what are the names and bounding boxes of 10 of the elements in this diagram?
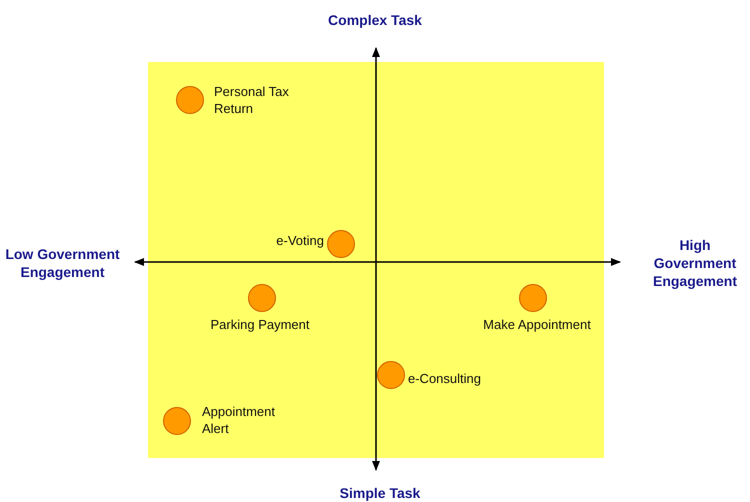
point-label: e-Consulting bbox=[408, 370, 482, 387]
point-label: Appointment Alert bbox=[202, 403, 276, 437]
point-label: Parking Payment bbox=[210, 316, 310, 333]
axis-label: Simple Task bbox=[338, 484, 422, 502]
point-label: e-Voting bbox=[275, 232, 324, 249]
point-label: Personal Tax Return bbox=[214, 83, 290, 117]
axis-label: Low Government Engagement bbox=[4, 245, 121, 281]
axis-label: High Government Engagement bbox=[652, 236, 738, 290]
axis-label: Complex Task bbox=[327, 11, 423, 29]
point-label: Make Appointment bbox=[482, 316, 592, 333]
